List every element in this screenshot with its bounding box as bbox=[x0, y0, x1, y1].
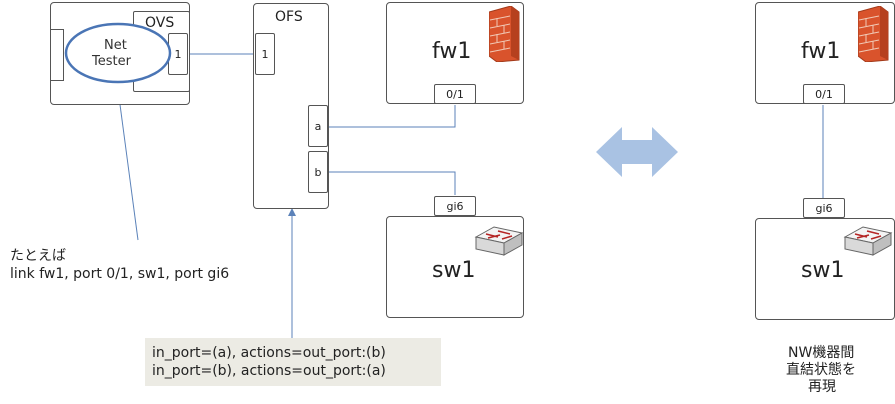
link-ofs-a-fw1 bbox=[329, 105, 456, 128]
double-arrow-icon bbox=[596, 127, 678, 177]
firewall-icon bbox=[489, 6, 520, 62]
fw1-label-left: fw1 bbox=[432, 39, 472, 64]
switch-icon bbox=[474, 226, 524, 256]
flow-rules-box bbox=[145, 338, 441, 386]
ofs-port-b[interactable]: b bbox=[308, 151, 328, 193]
sw1-port-left[interactable]: gi6 bbox=[434, 196, 476, 216]
example-note-line1: たとえば bbox=[10, 248, 66, 264]
sw1-label-right: sw1 bbox=[801, 258, 845, 283]
example-note-line2: link fw1, port 0/1, sw1, port gi6 bbox=[10, 266, 230, 282]
ofs-port-a[interactable]: a bbox=[308, 105, 328, 147]
net-tester-line1: Net bbox=[104, 38, 127, 53]
net-tester-ellipse[interactable] bbox=[63, 21, 173, 85]
link-ofs-b-sw1 bbox=[329, 171, 456, 195]
flow-rule-1: in_port=(a), actions=out_port:(b) bbox=[152, 345, 386, 361]
arrow-note-to-tester bbox=[113, 78, 139, 241]
fw1-port-right[interactable]: 0/1 bbox=[803, 84, 845, 104]
ovs-label: OVS bbox=[145, 15, 175, 31]
sw1-port-right[interactable]: gi6 bbox=[803, 198, 845, 218]
firewall-icon bbox=[858, 6, 889, 62]
host-left-port bbox=[50, 29, 64, 81]
caption-line1: NW機器間 bbox=[788, 345, 855, 361]
ofs-label: OFS bbox=[275, 9, 303, 25]
switch-icon bbox=[843, 226, 893, 256]
caption-line3: 再現 bbox=[808, 379, 836, 395]
net-tester-line2: Tester bbox=[92, 54, 131, 69]
ofs-port-1[interactable]: 1 bbox=[255, 33, 275, 75]
fw1-label-right: fw1 bbox=[801, 39, 841, 64]
fw1-port-left[interactable]: 0/1 bbox=[434, 84, 476, 104]
flow-rule-2: in_port=(b), actions=out_port:(a) bbox=[152, 363, 386, 379]
caption-line2: 直結状態を bbox=[786, 362, 856, 378]
sw1-label-left: sw1 bbox=[432, 258, 476, 283]
